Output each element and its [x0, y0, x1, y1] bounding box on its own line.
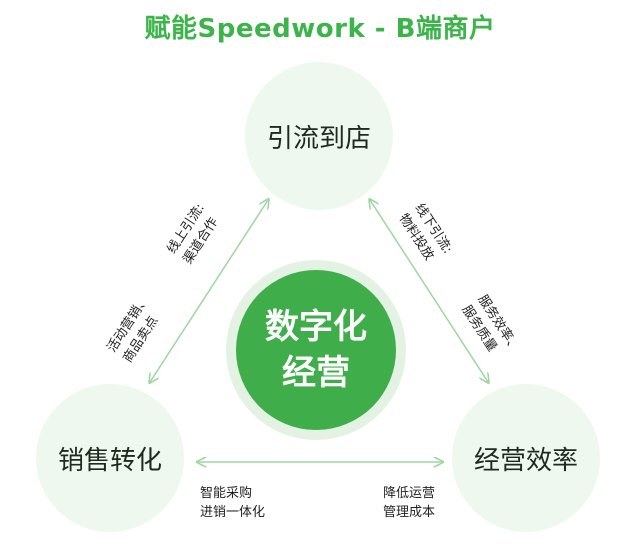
edge-label-cost: 降低运营 管理成本	[383, 486, 436, 520]
node-efficiency: 经营效率	[452, 384, 600, 532]
arrow-left-top	[150, 200, 268, 382]
center-line-2: 经营	[282, 353, 350, 393]
node-efficiency-label: 经营效率	[473, 445, 578, 476]
center-core: 数字化 经营	[236, 270, 396, 430]
edge-label-procurement: 智能采购 进销一体化	[200, 486, 266, 520]
arrow-top-right	[370, 200, 488, 382]
diagram-title: 赋能Speedwork - B端商户	[144, 14, 496, 44]
center-line-1: 数字化	[265, 307, 367, 347]
node-traffic: 引流到店	[245, 62, 393, 210]
node-sales-label: 销售转化	[57, 445, 162, 476]
node-sales: 销售转化	[36, 384, 184, 532]
node-traffic-label: 引流到店	[266, 123, 371, 154]
